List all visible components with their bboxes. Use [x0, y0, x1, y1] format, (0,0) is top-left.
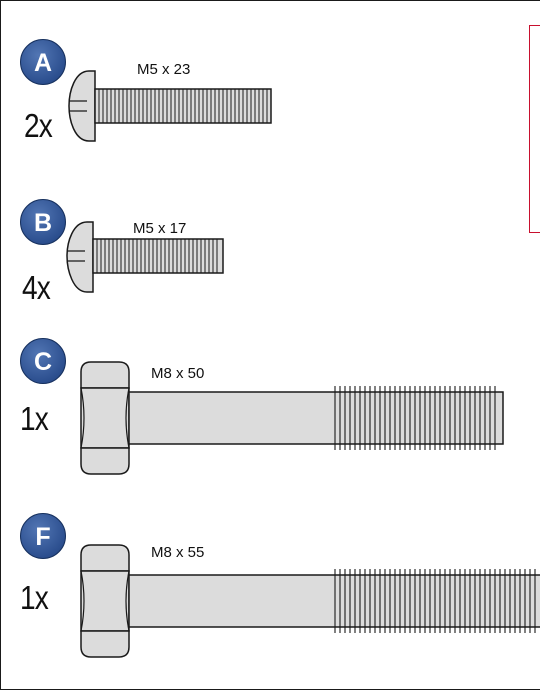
part-c-size: M8 x 50	[151, 365, 205, 382]
part-c: C 1x M8 x 50	[1, 316, 540, 491]
part-b-badge: B	[20, 199, 66, 245]
part-b-size: M5 x 17	[133, 220, 187, 237]
part-c-quantity: 1x	[20, 400, 49, 437]
part-c-badge: C	[20, 338, 66, 384]
part-a: A 2x M5 x 23	[1, 1, 540, 166]
part-f-quantity: 1x	[20, 579, 49, 616]
part-f-bolt-drawing	[80, 544, 540, 658]
part-c-bolt-drawing	[80, 361, 504, 475]
bolt-threads	[334, 386, 496, 450]
part-b-screw-drawing	[66, 221, 224, 293]
bolt-shank	[128, 391, 504, 445]
screw-head	[66, 221, 94, 293]
screw-threads	[96, 239, 218, 273]
part-f-size: M8 x 55	[151, 544, 205, 561]
part-a-badge: A	[20, 39, 66, 85]
part-a-screw-drawing	[68, 70, 272, 142]
bolt-threads	[334, 569, 536, 633]
part-b: B 4x M5 x 17	[1, 166, 540, 316]
screw-threads	[98, 89, 268, 123]
part-a-quantity: 2x	[24, 107, 53, 144]
bolt-hex-head	[80, 544, 130, 658]
note-box	[529, 25, 540, 233]
part-b-quantity: 4x	[22, 269, 51, 306]
part-f-badge: F	[20, 513, 66, 559]
part-f: F 1x M8 x 55	[1, 491, 540, 689]
part-a-size: M5 x 23	[137, 61, 191, 78]
bolt-hex-head	[80, 361, 130, 475]
screw-head	[68, 70, 96, 142]
